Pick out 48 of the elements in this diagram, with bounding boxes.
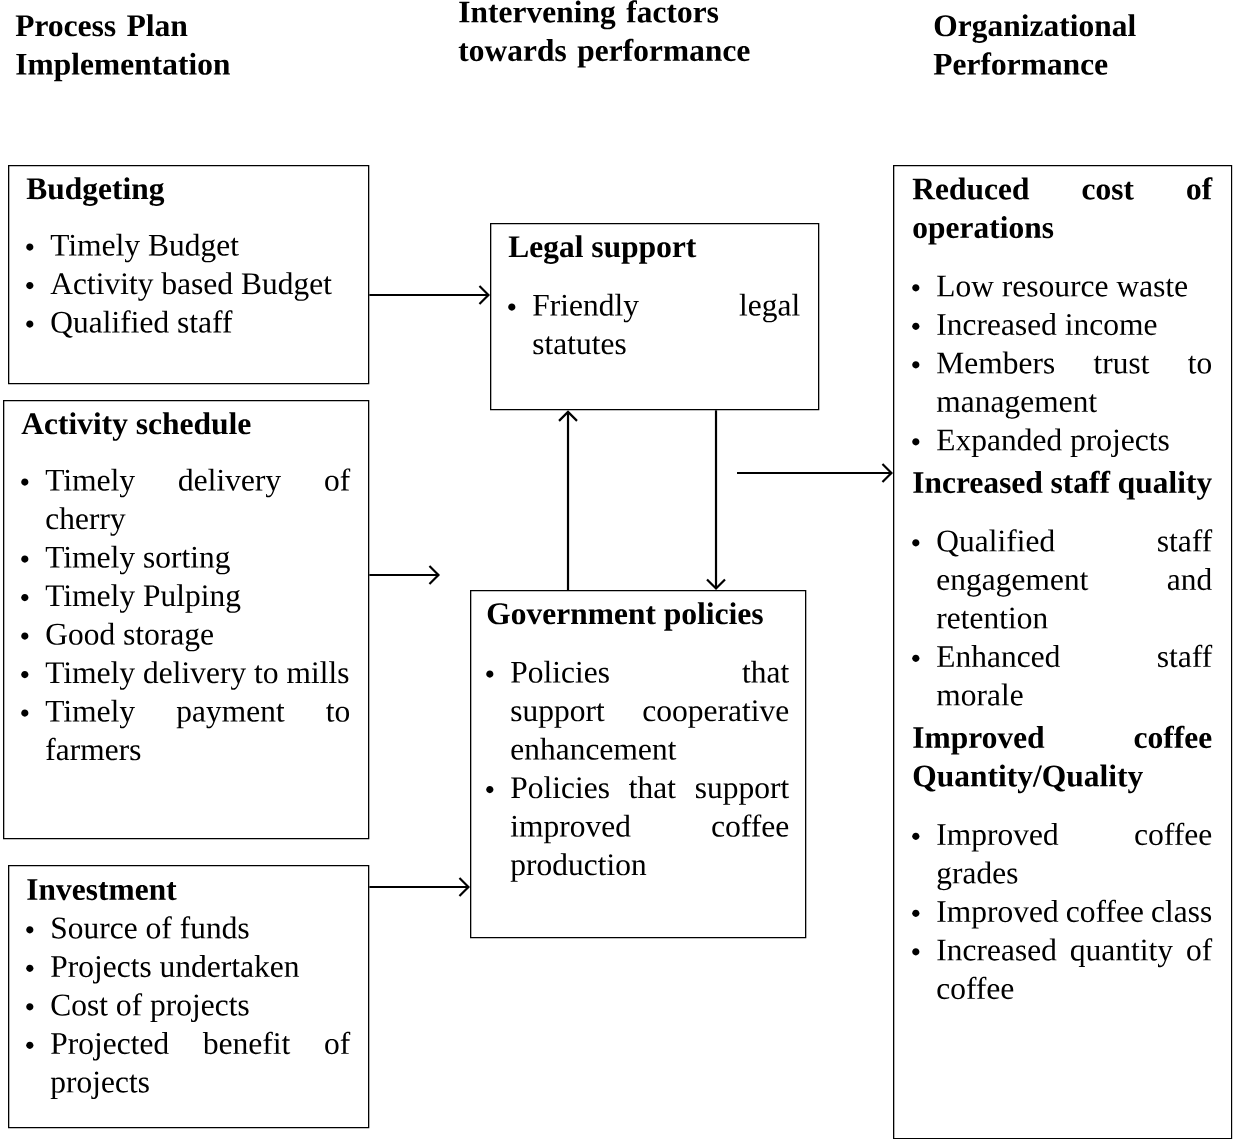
column-heading: Organizational Performance xyxy=(933,14,1136,75)
heading: Government policies xyxy=(487,602,763,631)
heading: Improved coffee Quantity/Quality xyxy=(913,725,1212,794)
bullet-item: Low resource waste xyxy=(937,275,1187,297)
heading: Budgeting xyxy=(26,177,165,206)
bullet-item: Qualified staff engagement and retention xyxy=(936,529,1213,629)
bullet-item: Increased income xyxy=(937,313,1157,336)
bullet-item: Enhanced staff morale xyxy=(936,644,1213,706)
arrow xyxy=(706,410,726,590)
text-box xyxy=(893,165,1233,1139)
bullet-item: Policies that support improved coffee production xyxy=(510,776,790,882)
column-heading: Intervening factors towards performance xyxy=(458,0,750,68)
bullet-item: Increased quantity of coffee xyxy=(937,938,1213,1000)
bullet-item: Members trust to management xyxy=(936,351,1211,419)
text-box xyxy=(8,165,370,385)
heading: Activity schedule xyxy=(21,412,251,441)
bullet-item: Cost of projects xyxy=(51,993,249,1022)
column-heading: Process Plan Implementation xyxy=(15,14,230,82)
bullet-item: Timely delivery of cherry xyxy=(45,468,351,536)
arrow xyxy=(369,565,440,585)
bullet-item: Projected benefit of projects xyxy=(50,1031,351,1099)
bullet-item: Friendly legal statutes xyxy=(533,293,800,355)
text-box xyxy=(8,865,370,1129)
bullet-item: Qualified staff xyxy=(51,310,233,338)
arrow xyxy=(369,285,490,305)
arrow xyxy=(558,410,578,590)
bullet-item: Activity based Budget xyxy=(50,272,332,301)
text-box xyxy=(490,223,820,411)
bullet-item: Timely Budget xyxy=(50,233,239,263)
heading: Reduced cost of operations xyxy=(912,177,1213,245)
text-box xyxy=(3,400,370,840)
bullet-item: Good storage xyxy=(46,622,213,652)
arrow xyxy=(369,877,470,897)
heading: Investment xyxy=(27,879,177,901)
bullet-item: Timely delivery to mills xyxy=(45,661,349,690)
bullet-item: Policies that support cooperative enhancement xyxy=(511,660,790,760)
bullet-item: Timely sorting xyxy=(45,545,230,575)
bullet-item: Timely payment to farmers xyxy=(45,699,350,761)
bullet-item: Projects undertaken xyxy=(51,955,300,984)
heading: Increased staff quality xyxy=(913,470,1212,500)
text-box xyxy=(470,590,807,939)
heading: Legal support xyxy=(508,235,697,264)
bullet-item: Improved coffee grades xyxy=(937,822,1212,891)
bullet-item: Improved coffee class xyxy=(937,899,1212,929)
bullet-item: Expanded projects xyxy=(937,428,1169,458)
bullet-item: Source of funds xyxy=(52,916,249,939)
bullet-item: Timely Pulping xyxy=(45,584,241,613)
arrow xyxy=(737,463,893,483)
